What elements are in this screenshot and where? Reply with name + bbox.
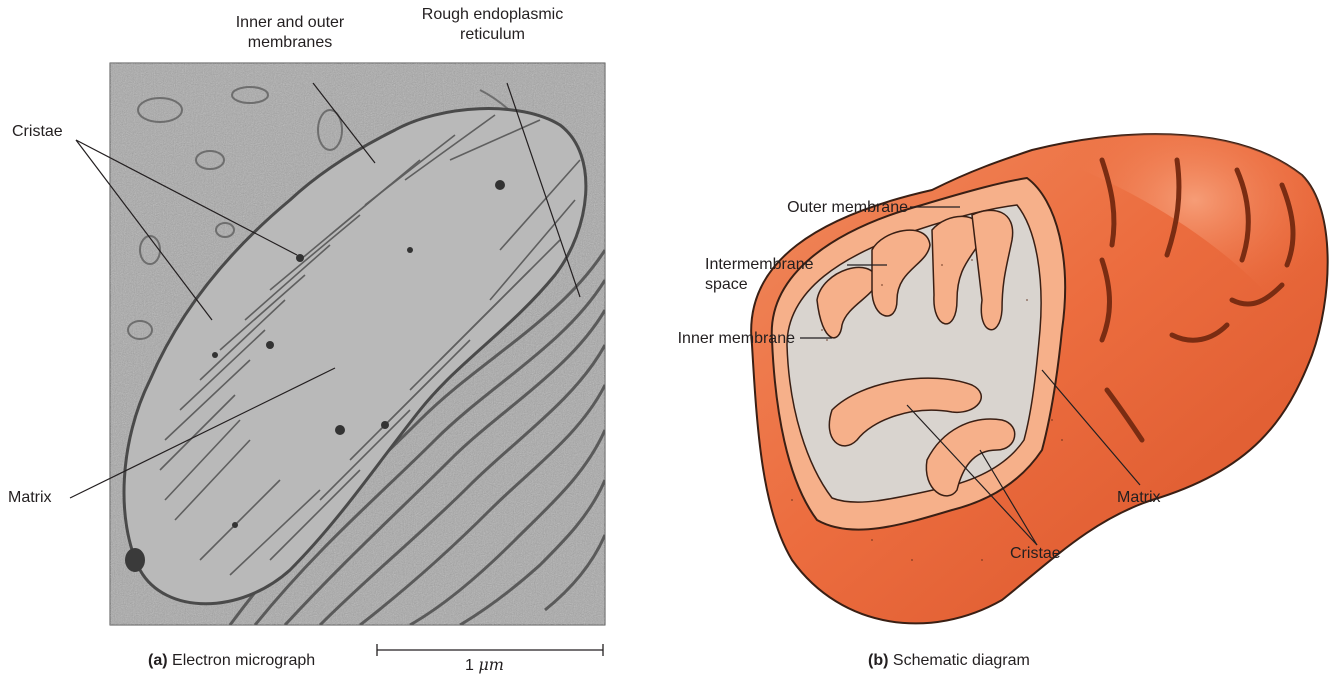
- label-rough-er: Rough endoplasmic reticulum: [395, 5, 590, 45]
- scale-bar-label: 1 μm: [465, 655, 504, 676]
- label-rer-line2: reticulum: [395, 25, 590, 45]
- label-intermembrane-line2: space: [705, 275, 814, 295]
- label-outer-membrane: Outer membrane: [730, 198, 908, 218]
- label-cristae-a: Cristae: [12, 122, 63, 142]
- label-matrix-a: Matrix: [8, 488, 52, 508]
- label-matrix-b: Matrix: [1117, 488, 1161, 508]
- label-membranes-line2: membranes: [200, 33, 380, 53]
- electron-micrograph: [0, 0, 672, 682]
- label-rer-line1: Rough endoplasmic: [395, 5, 590, 25]
- label-cristae-b: Cristae: [1010, 544, 1061, 564]
- label-membranes-line1: Inner and outer: [200, 13, 380, 33]
- caption-b: (b) Schematic diagram: [868, 652, 1030, 670]
- label-intermembrane-line1: Intermembrane: [705, 255, 814, 275]
- label-intermembrane-space: Intermembrane space: [705, 255, 814, 295]
- scale-bar-value: 1: [465, 657, 474, 674]
- scale-bar-unit: μm: [478, 655, 504, 674]
- label-inner-membrane: Inner membrane: [630, 329, 795, 349]
- label-inner-outer-membranes: Inner and outer membranes: [200, 13, 380, 53]
- caption-b-letter: (b): [868, 652, 888, 669]
- caption-a: (a) Electron micrograph: [148, 652, 315, 670]
- caption-b-text: Schematic diagram: [893, 652, 1030, 669]
- caption-a-letter: (a): [148, 652, 168, 669]
- caption-a-text: Electron micrograph: [172, 652, 315, 669]
